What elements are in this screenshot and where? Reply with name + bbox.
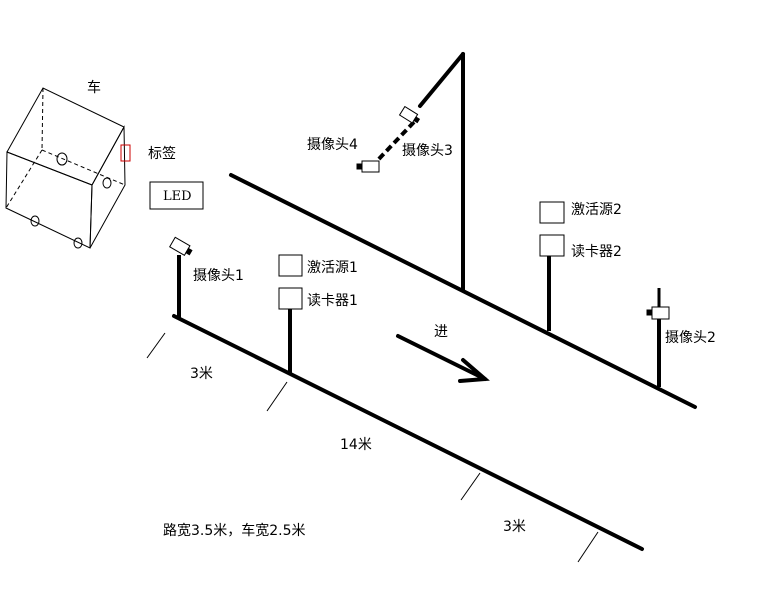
camera4-label: 摄像头4 xyxy=(307,137,358,153)
camera3-icon xyxy=(398,105,421,124)
gantry xyxy=(418,52,465,292)
led-label: LED xyxy=(163,189,192,204)
reader2-box xyxy=(539,234,565,257)
gantry-dashed-arm xyxy=(374,120,416,164)
activator1-label: 激活源1 xyxy=(307,259,358,276)
tag-label: 标签 xyxy=(148,145,176,162)
distance-3m-first: 3米 xyxy=(190,366,213,382)
arrow-right-icon xyxy=(396,334,490,383)
direction-label: 进 xyxy=(434,324,448,340)
camera2-label: 摄像头2 xyxy=(665,330,716,346)
car-box xyxy=(5,87,126,249)
tag-marker xyxy=(120,144,131,162)
camera3-label: 摄像头3 xyxy=(402,143,453,159)
reader2-label: 读卡器2 xyxy=(571,243,622,260)
camera2-icon xyxy=(646,306,670,320)
car-label: 车 xyxy=(87,79,101,96)
camera1-label: 摄像头1 xyxy=(193,268,244,284)
distance-14m: 14米 xyxy=(340,437,372,453)
roads xyxy=(172,173,697,551)
activator1-box xyxy=(278,254,303,277)
camera1-icon xyxy=(169,236,193,257)
distance-3m-second: 3米 xyxy=(503,519,526,535)
road-near-edge xyxy=(172,314,644,551)
reader1-box xyxy=(278,287,303,310)
activator2-label: 激活源2 xyxy=(571,201,622,218)
distance-ticks xyxy=(146,332,599,563)
dimension-note: 路宽3.5米，车宽2.5米 xyxy=(163,522,306,539)
activator2-box xyxy=(539,201,565,224)
reader1-label: 读卡器1 xyxy=(307,292,358,309)
led-sign xyxy=(149,181,204,210)
camera4-icon xyxy=(356,160,380,173)
